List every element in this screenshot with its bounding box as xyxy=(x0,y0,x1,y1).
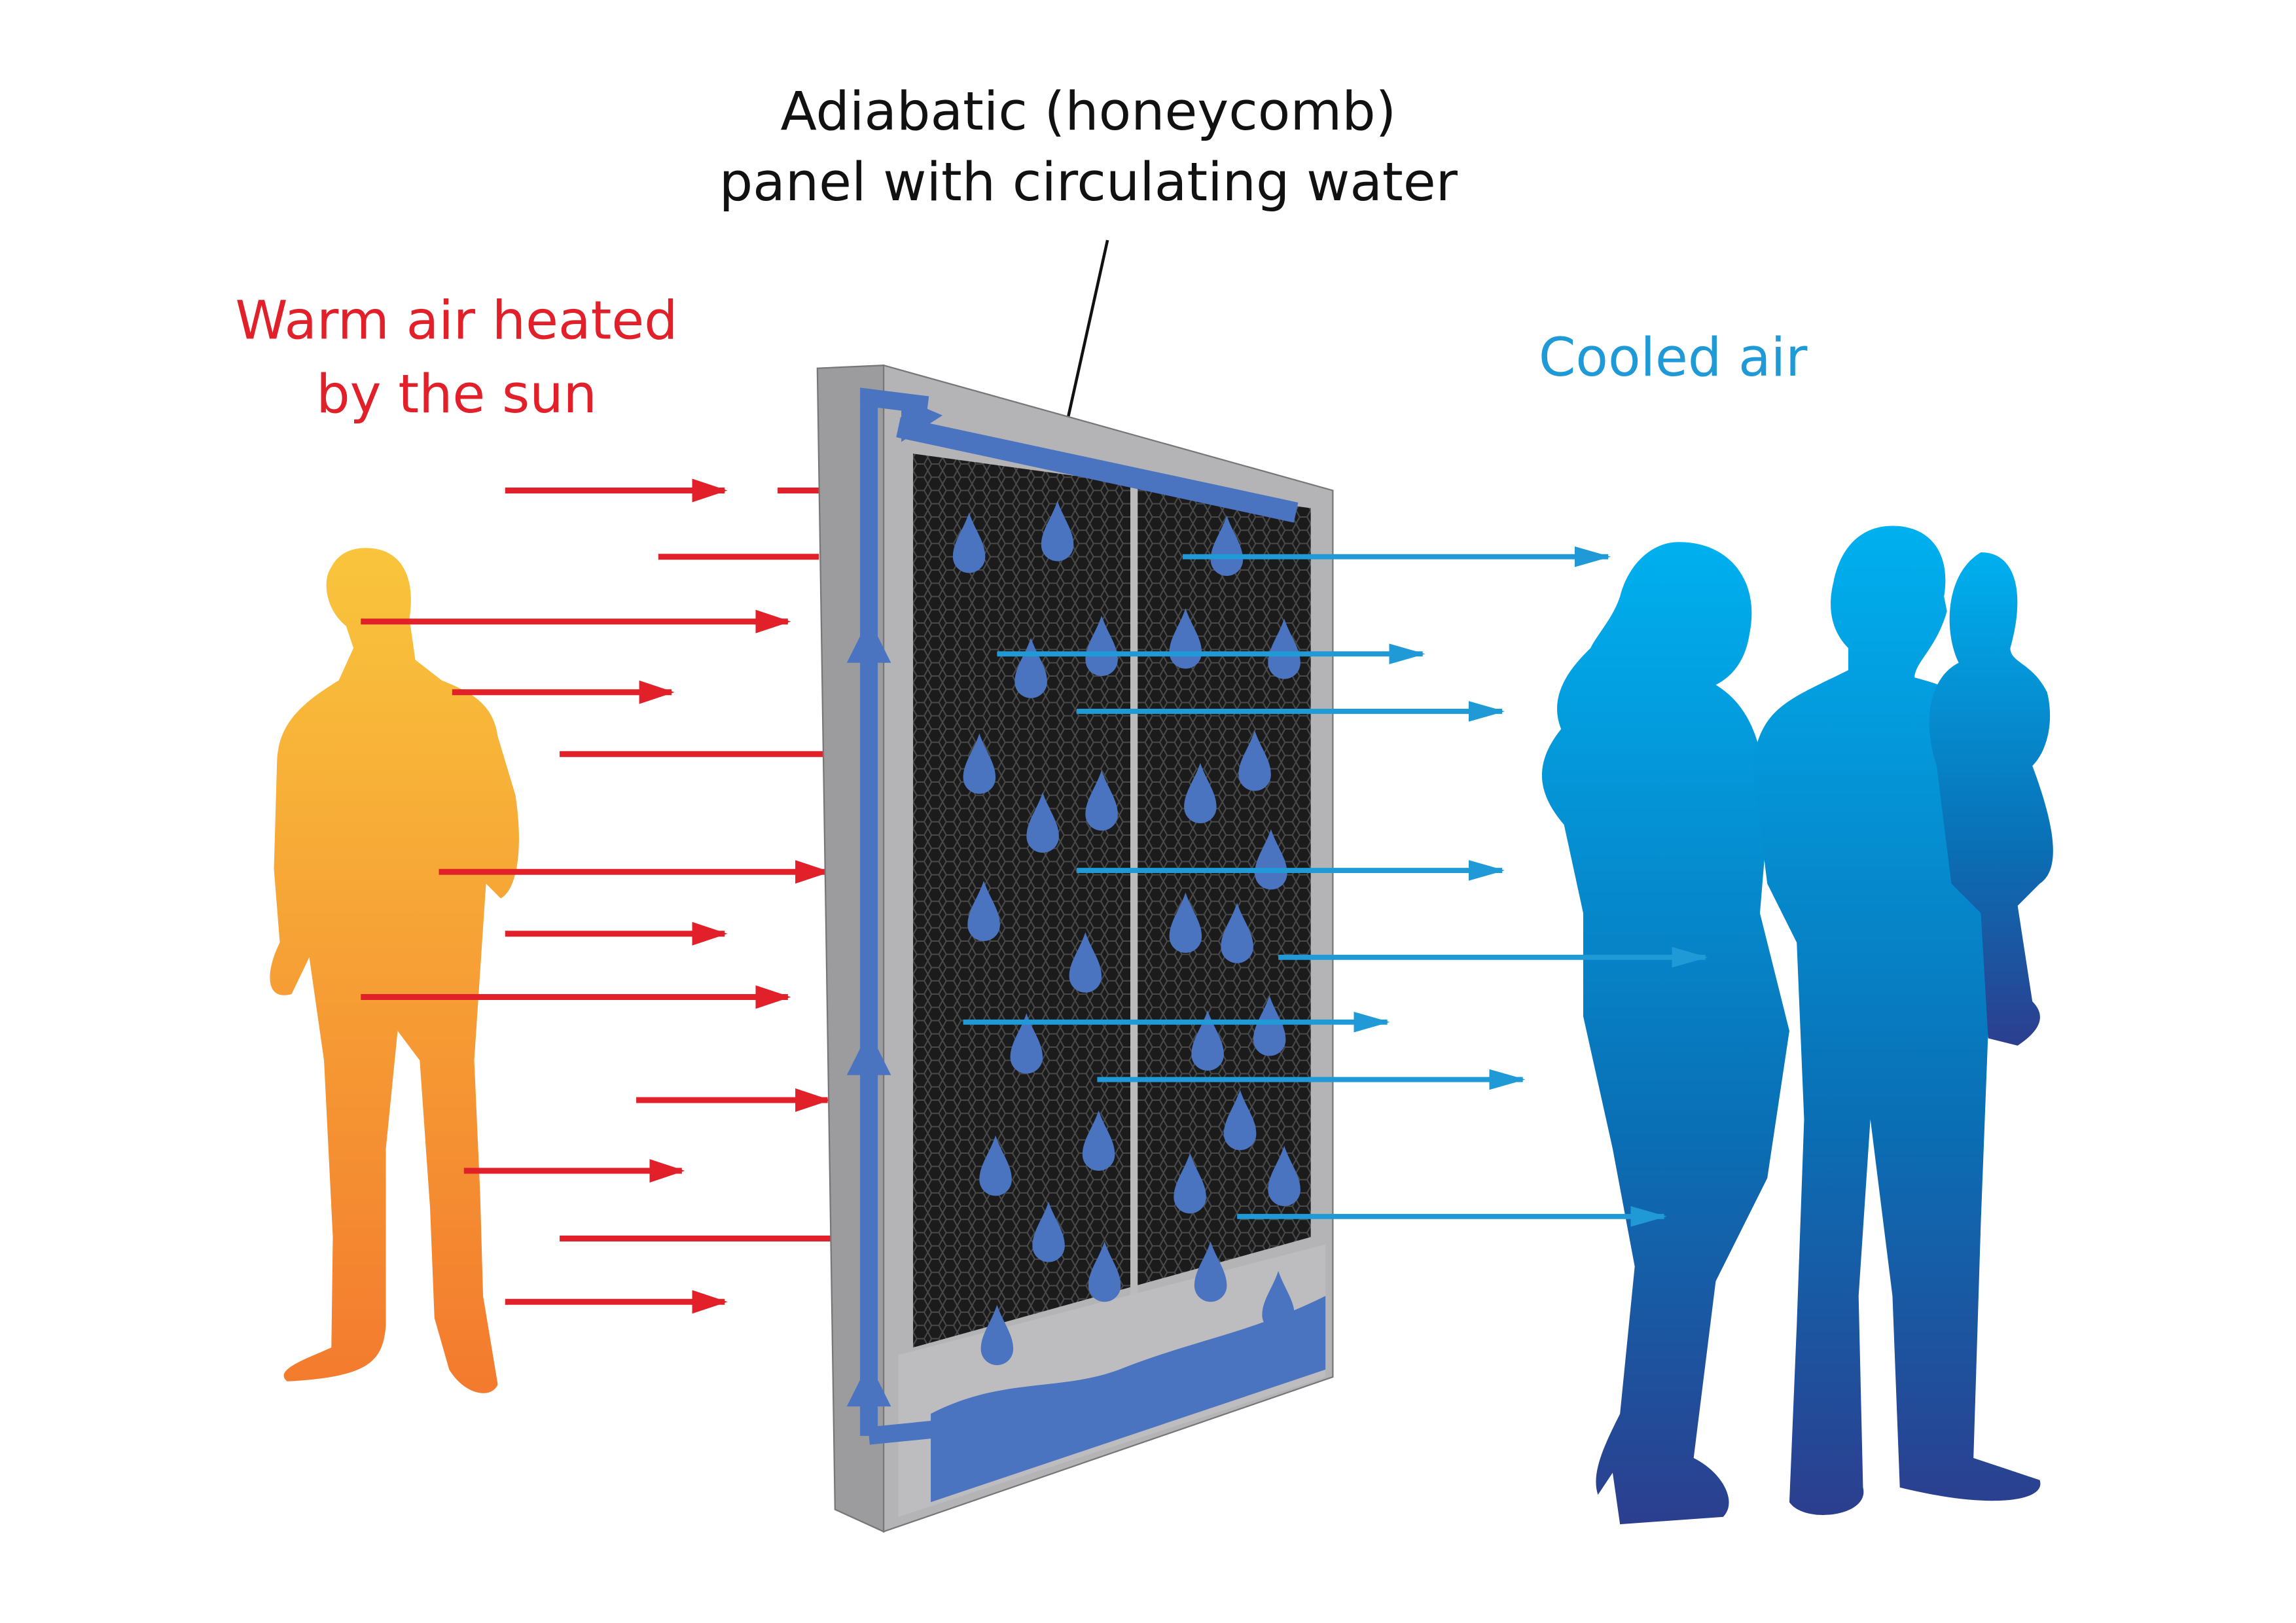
woman-silhouette xyxy=(1541,542,1789,1525)
adiabatic-panel xyxy=(816,364,1334,1533)
cooled-air-label: Cooled air xyxy=(1539,327,1808,389)
panel-leader-line xyxy=(1062,240,1109,440)
warm-air-label-line1: Warm air heated xyxy=(236,291,678,352)
water-distribution-channel xyxy=(896,417,1299,523)
warm-air-label-line2: by the sun xyxy=(316,364,597,425)
cool-people-silhouettes xyxy=(1541,526,2053,1525)
water-reservoir xyxy=(931,1296,1326,1503)
warm-person-silhouette xyxy=(270,548,519,1393)
cool-air-arrows xyxy=(963,546,1708,1227)
honeycomb-media xyxy=(913,454,1311,1348)
panel-label-line2: panel with circulating water xyxy=(719,152,1458,213)
panel-label-line1: Adiabatic (honeycomb) xyxy=(780,81,1396,143)
water-flow-arrowheads xyxy=(846,397,943,1407)
warm-air-arrows xyxy=(361,478,833,1314)
child-silhouette xyxy=(1929,552,2053,1046)
